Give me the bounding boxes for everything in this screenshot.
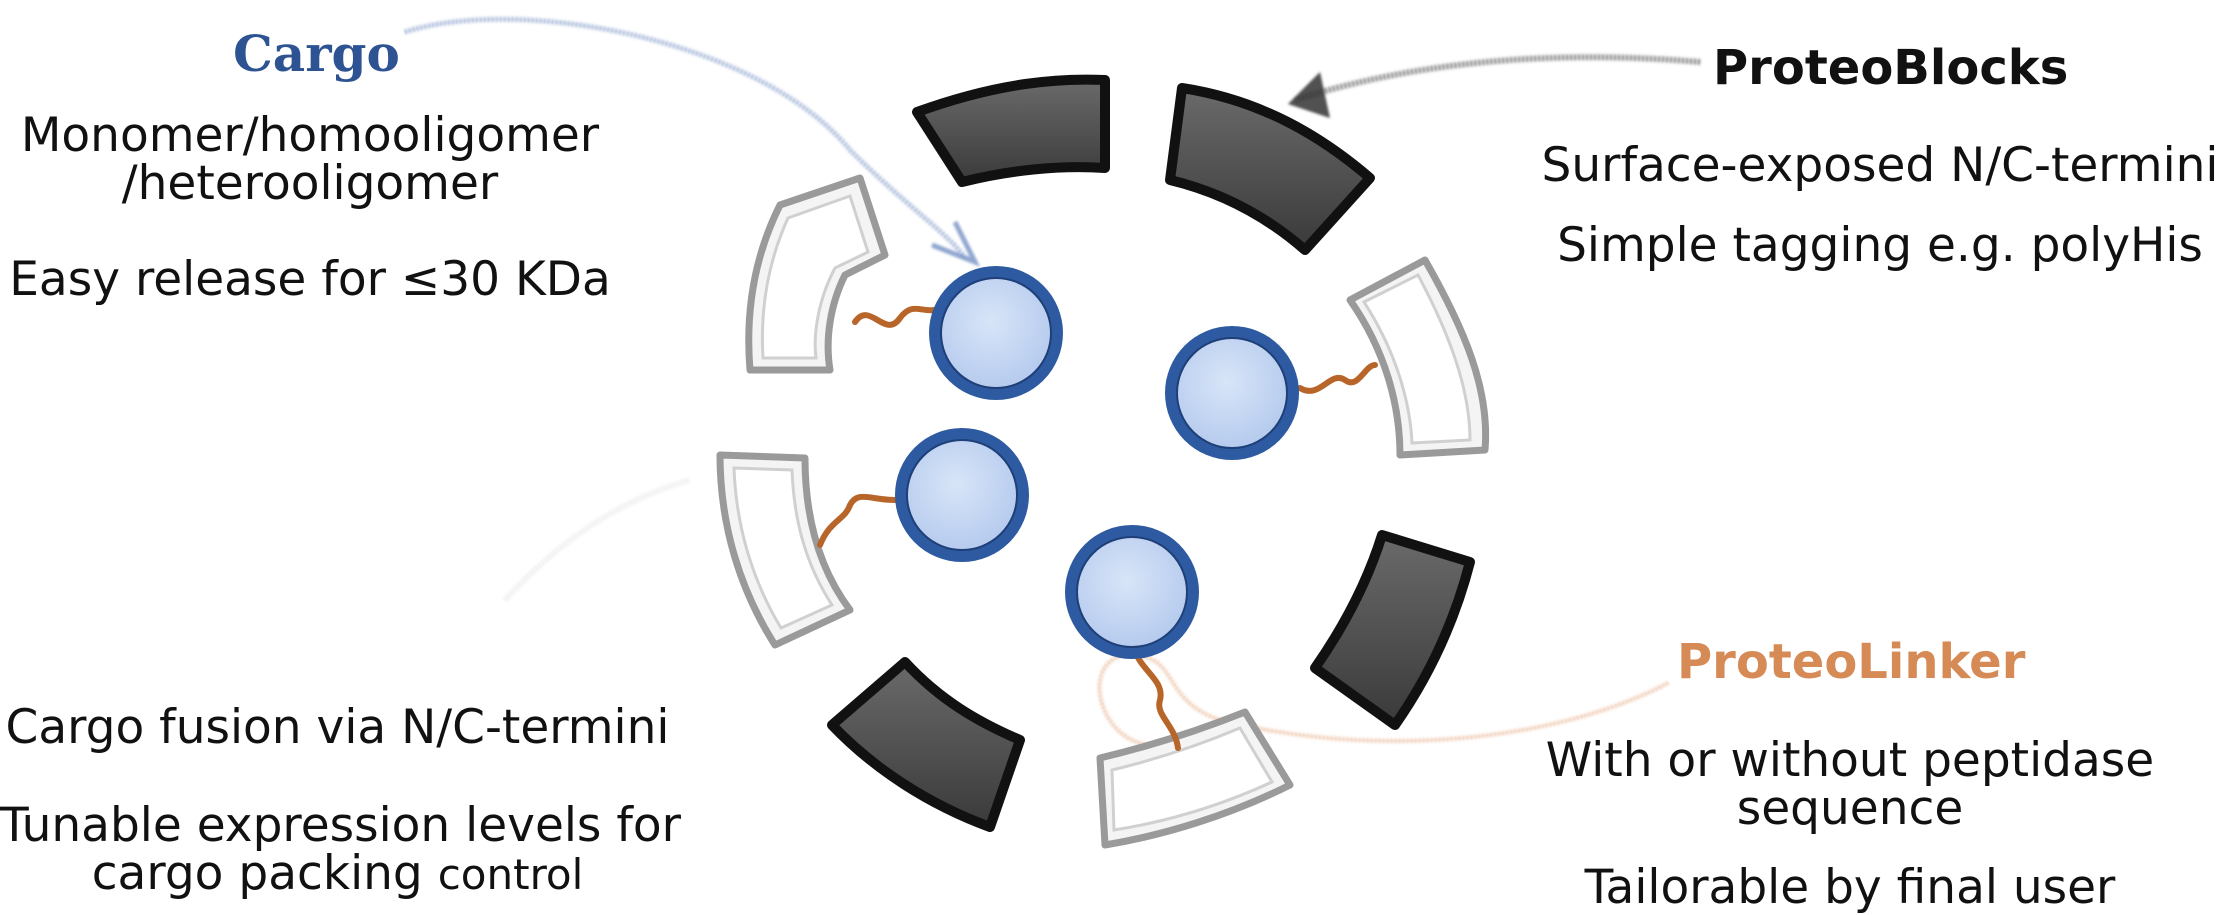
cargo-sphere-1 [929, 266, 1063, 400]
proteoblock-light-right [1346, 256, 1490, 459]
proteolinker-3 [817, 493, 898, 548]
cargo-line-1: Monomer/homooligomer [20, 108, 600, 163]
cargo-line-2: /heterooligomer [121, 156, 499, 211]
proteoblock-dark-right [1310, 530, 1475, 730]
proteolinker-2 [1297, 362, 1378, 394]
proteoblock-dark-bottom-left [827, 657, 1025, 832]
proteoblock-light-bottom [1096, 708, 1294, 849]
fusion-line-2: Tunable expression levels for [0, 798, 681, 853]
proteolinker-arrow [1097, 652, 1669, 747]
fusion-line-3b: control [437, 850, 584, 899]
fusion-line-1: Cargo fusion via N/C-termini [5, 700, 670, 755]
proteolinker-1 [852, 305, 938, 328]
proteoblocks-line-1: Surface-exposed N/C-termini [1541, 138, 2219, 193]
cargo-sphere-2 [1165, 326, 1299, 460]
cargo-heading: Cargo [233, 24, 400, 83]
proteoblock-dark-top-left [912, 74, 1110, 187]
proteolinker-line-2: sequence [1736, 781, 1964, 836]
faint-arrow [502, 477, 691, 603]
proteolinker-4 [1132, 647, 1181, 751]
cargo-sphere-3 [895, 428, 1029, 562]
fusion-line-3: cargo packing control [0, 848, 675, 901]
proteoblocks-heading: ProteoBlocks [1713, 40, 2069, 96]
proteolinker-heading: ProteoLinker [1677, 634, 2026, 690]
fusion-line-3a: cargo packing [91, 846, 438, 901]
proteolinker-line-1: With or without peptidase [1545, 733, 2155, 788]
proteoblock-light-left [716, 451, 854, 649]
cargo-line-3: Easy release for ≤30 KDa [9, 252, 611, 307]
proteoblocks-line-2: Simple tagging e.g. polyHis [1557, 218, 2203, 273]
proteoblock-light-upper-left [745, 174, 889, 374]
cargo-sphere-4 [1065, 525, 1199, 659]
cargo-arrow [404, 16, 981, 267]
proteoblocks-arrow [1288, 54, 1701, 118]
proteolinker-line-3: Tailorable by final user [1584, 860, 2116, 915]
proteoblock-dark-top-right [1165, 83, 1375, 255]
